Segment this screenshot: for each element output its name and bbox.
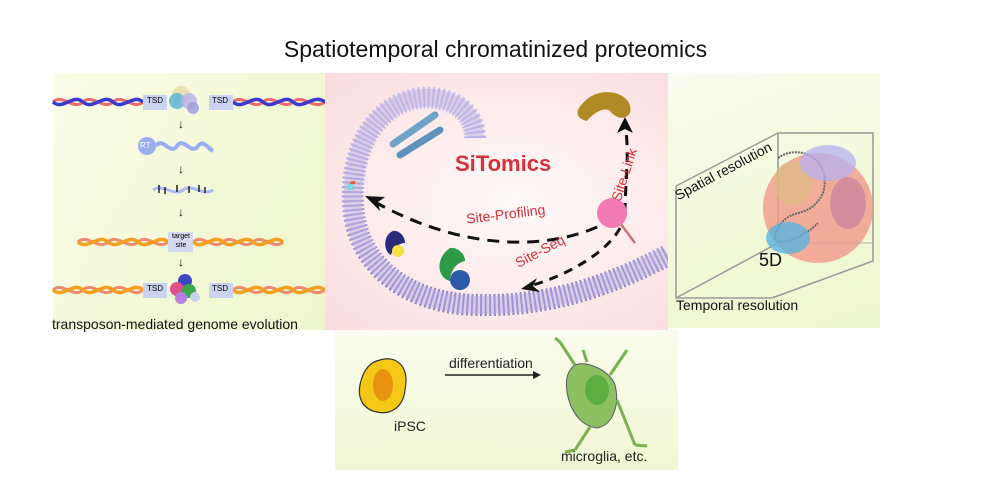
cdna-fragments <box>152 186 214 194</box>
microglia-label: microglia, etc. <box>561 448 648 464</box>
crosslinked-protein-icon <box>577 92 631 121</box>
site-link-arrow <box>623 124 629 214</box>
tsd-box-left <box>143 283 167 298</box>
transposon-caption: transposon-mediated genome evolution <box>52 316 298 332</box>
differentiation-label: differentiation <box>449 355 533 371</box>
donor-dna-helix <box>51 97 327 107</box>
transposon-panel: ↓ ↓ ↓ ↓ <box>51 73 327 332</box>
target-dna-helix <box>76 237 285 247</box>
site-profiling-arrow <box>372 199 616 244</box>
sitomics-diagram <box>341 86 674 317</box>
temporal-resolution-label: Temporal resolution <box>676 297 799 313</box>
arrow-down-icon: ↓ <box>178 162 184 176</box>
differentiation-panel: iPSC differentiation microglia, etc. <box>335 330 678 470</box>
chromosome-icon <box>389 111 444 159</box>
site-seq-arrow <box>529 227 622 288</box>
reader-protein-icon <box>439 247 465 281</box>
domain-lavender <box>800 145 856 181</box>
ipsc-nucleus <box>373 369 393 401</box>
tsd-box-left <box>143 95 167 110</box>
arrowhead-icon <box>617 117 633 133</box>
tsd-box-right <box>209 283 233 298</box>
microglia-cell-icon <box>554 336 648 454</box>
5d-cube-diagram <box>675 132 874 299</box>
rt-enzyme-icon <box>138 137 156 155</box>
probe-sphere-icon <box>597 198 627 228</box>
sitomics-title: SiTomics <box>455 151 552 176</box>
arrowhead-icon <box>533 371 541 379</box>
domain-pink <box>830 177 866 229</box>
5d-label: 5D <box>759 250 783 270</box>
arrow-down-icon: ↓ <box>178 255 184 269</box>
tsd-label: TSD <box>212 96 228 105</box>
differentiation-diagram <box>358 336 648 454</box>
transposase-complex-icon <box>169 86 199 114</box>
rt-label: RT <box>140 141 151 150</box>
ipsc-label: iPSC <box>394 418 426 434</box>
target-site-label-line2: site <box>175 242 187 249</box>
tsd-label: TSD <box>212 284 228 293</box>
reader-protein-icon <box>385 230 405 255</box>
inserted-dna-helix <box>51 285 327 295</box>
domain-blue <box>766 222 810 254</box>
cdna-ticks <box>158 185 206 194</box>
tsd-box-right <box>209 95 233 110</box>
domain-tan <box>773 161 813 205</box>
modification-sphere-icon <box>392 245 404 257</box>
modification-sphere-icon <box>450 270 470 290</box>
sitomics-panel: SiTomics Site-Profiling Site-Seq Site-Li… <box>325 73 674 330</box>
arrow-down-icon: ↓ <box>178 205 184 219</box>
figure-title: Spatiotemporal chromatinized proteomics <box>283 36 708 62</box>
integration-complex-icon <box>170 274 200 304</box>
rna-strand <box>154 141 215 153</box>
arrow-down-icon: ↓ <box>178 117 184 131</box>
target-site-box <box>168 232 193 252</box>
target-site-label: target site <box>170 232 192 250</box>
tsd-label: TSD <box>147 96 163 105</box>
modification-sphere-icon <box>346 183 354 191</box>
arrowhead-icon <box>521 278 540 292</box>
resolution-panel: Spatial resolution 5D Temporal resolutio… <box>668 73 880 328</box>
tsd-label: TSD <box>147 284 163 293</box>
transposon-diagram: ↓ ↓ ↓ ↓ <box>51 86 327 304</box>
arrowhead-icon <box>365 196 385 211</box>
chromatin-fiber <box>341 86 674 317</box>
target-site-label-line1: target <box>172 233 190 240</box>
